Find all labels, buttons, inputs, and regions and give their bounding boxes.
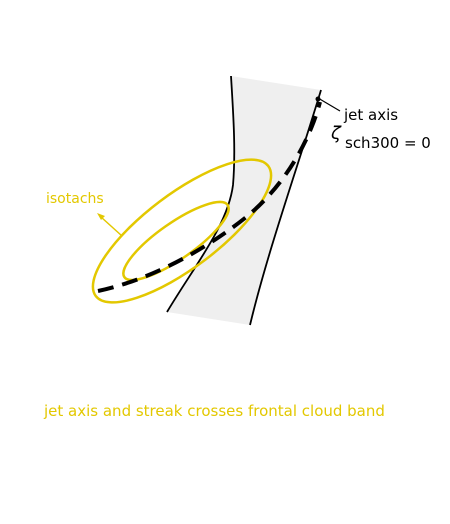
isotach-outer	[91, 158, 273, 304]
isotachs-label: isotachs	[46, 191, 104, 207]
isotach-inner	[122, 200, 230, 282]
isotachs-arrowhead	[97, 213, 105, 220]
caption: jet axis and streak crosses frontal clou…	[43, 402, 385, 420]
sch300-label: sch300 = 0	[345, 134, 431, 152]
cloud-band-left-edge	[166, 75, 236, 313]
jet-axis-leader	[317, 97, 341, 112]
jet-axis-label: jet axis	[343, 106, 398, 124]
jet-axis-end-dot	[315, 96, 321, 102]
cloud-band	[167, 76, 321, 325]
isotachs-arrow-shaft	[100, 216, 123, 237]
jet-axis-line	[97, 101, 322, 293]
zeta-symbol: ζ	[330, 123, 342, 144]
cloud-band-right-edge	[249, 89, 322, 326]
